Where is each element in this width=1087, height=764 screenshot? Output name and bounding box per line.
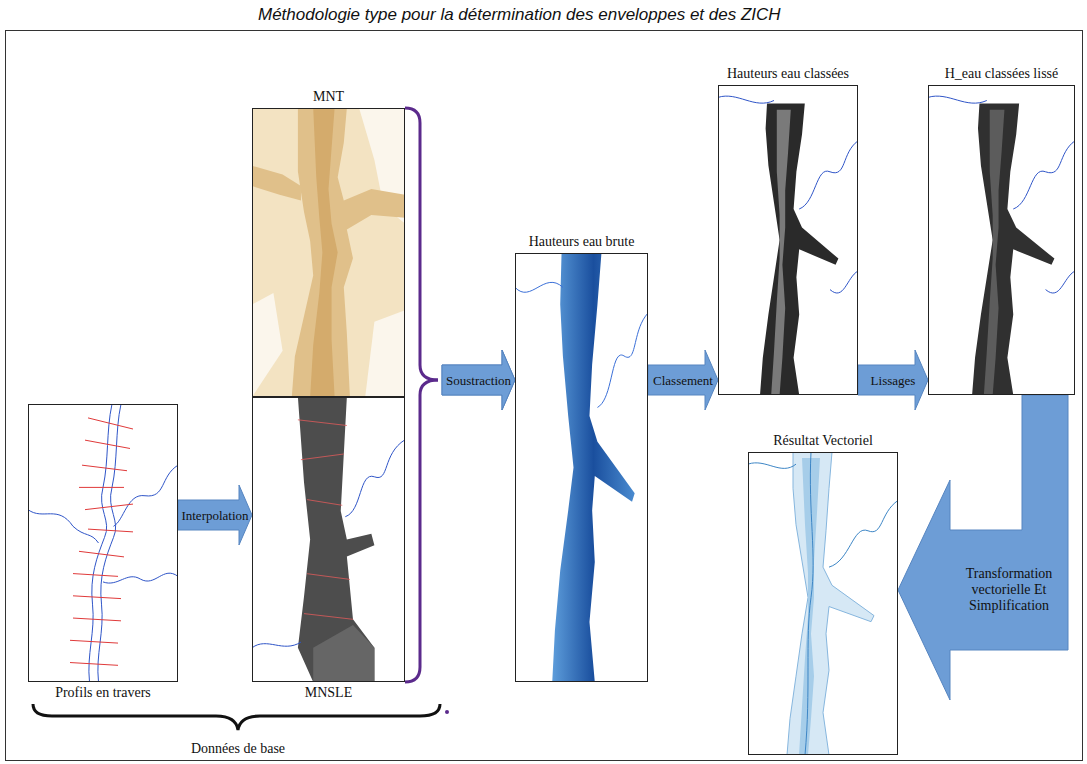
block-arrow-shape: [178, 485, 252, 545]
panel-heading: Hauteurs eau classées: [679, 65, 897, 83]
classified-depth-illustration: [718, 85, 858, 395]
image-panel: MNT: [252, 108, 405, 397]
block-arrow-shape: [858, 350, 928, 410]
block-arrow-shape: [442, 350, 515, 410]
block-arrow-shape: [648, 350, 718, 410]
curly-brace: [405, 108, 438, 380]
curly-brace: [33, 704, 440, 730]
block-arrow-shape: [898, 395, 1068, 700]
smoothed-depth-illustration: [928, 85, 1075, 395]
panel-heading: H_eau classées lissé: [889, 65, 1087, 83]
curly-brace: [405, 380, 438, 682]
image-panel: Hauteurs eau brute: [515, 253, 648, 682]
arrow-label: Interpolation: [181, 508, 248, 523]
image-panel: H_eau classées lissé: [928, 85, 1075, 395]
image-panel: Profils en travers: [28, 404, 178, 682]
vector-result-illustration: [748, 452, 898, 755]
block-arrow: [405, 350, 515, 682]
arrow-label: Transformation vectorielle Et Simplifica…: [959, 566, 1059, 614]
panel-heading: MNSLE: [213, 684, 444, 702]
block-arrow: [898, 395, 1068, 700]
panel-heading: Résultat Vectoriel: [709, 432, 937, 450]
block-arrow: [858, 350, 928, 410]
block-arrow: [648, 350, 718, 410]
profiles-illustration: [28, 404, 178, 682]
panel-heading: Profils en travers: [0, 684, 217, 702]
group-label: Données de base: [191, 740, 285, 757]
image-panel: Hauteurs eau classées: [718, 85, 858, 395]
dtm-illustration: [252, 108, 405, 397]
panel-heading: MNT: [213, 88, 444, 106]
raw-depth-illustration: [515, 253, 648, 682]
arrow-label: Soustraction: [446, 373, 511, 388]
block-arrow: [405, 108, 515, 410]
dot: [445, 710, 449, 714]
panel-heading: Hauteurs eau brute: [476, 233, 687, 251]
block-arrow-shape: [442, 350, 515, 410]
block-arrow: [178, 485, 252, 545]
diagram-title: Méthodologie type pour la détermination …: [258, 5, 781, 25]
outer-frame: [6, 31, 1083, 761]
arrow-label: Classement: [653, 373, 713, 388]
image-panel: MNSLE: [252, 397, 405, 682]
image-panel: Résultat Vectoriel: [748, 452, 898, 755]
arrow-label: Lissages: [871, 373, 916, 388]
water-surface-illustration: [252, 397, 405, 682]
